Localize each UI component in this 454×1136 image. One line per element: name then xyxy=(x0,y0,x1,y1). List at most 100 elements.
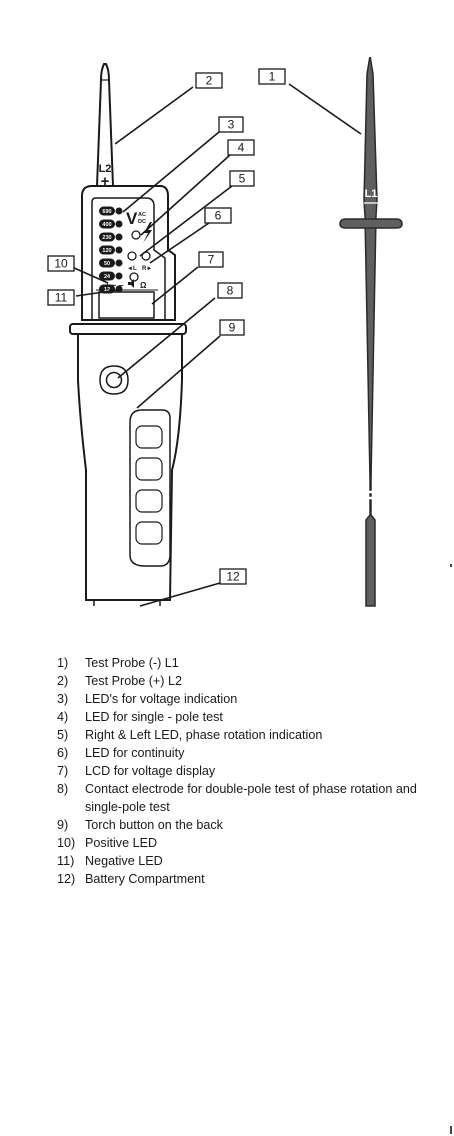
callout-10: 10 xyxy=(47,255,75,272)
lightning-icon xyxy=(143,222,152,243)
right-rotation-label: R► xyxy=(142,266,152,272)
legend-item: 10) Positive LED xyxy=(57,834,437,852)
callout-number: 8 xyxy=(227,284,234,298)
voltage-led-light xyxy=(115,259,123,267)
callout-4: 4 xyxy=(227,139,255,156)
voltage-led-label: 120 xyxy=(102,248,111,254)
callout-number: 2 xyxy=(206,74,213,88)
pos-neg-labels: + ~ − xyxy=(105,281,124,290)
edge-mark xyxy=(450,1126,452,1134)
legend-text: LCD for voltage display xyxy=(85,764,216,778)
callout-7: 7 xyxy=(198,251,224,268)
legend-text: Test Probe (+) L2 xyxy=(85,674,182,688)
legend-number: 4) xyxy=(57,710,69,724)
callout-number: 3 xyxy=(228,118,235,132)
callout-number: 11 xyxy=(55,291,68,305)
callout-12: 12 xyxy=(219,568,247,585)
legend-number: 3) xyxy=(57,692,69,706)
dc-label: DC xyxy=(138,219,146,225)
legend-number: 2) xyxy=(57,674,69,688)
legend-text: Negative LED xyxy=(85,854,163,868)
legend-item: 12) Battery Compartment xyxy=(57,870,437,888)
callout-number: 12 xyxy=(226,570,240,584)
voltage-led-light xyxy=(115,220,123,228)
voltage-led-label: 230 xyxy=(102,235,111,241)
voltage-led-50: 50 xyxy=(99,258,123,268)
voltage-led-label: 24 xyxy=(104,274,111,280)
legend-text: LED for continuity xyxy=(85,746,185,760)
volt-symbol: V xyxy=(126,209,138,228)
contact-electrode xyxy=(105,371,123,389)
test-probe-l1: L1 xyxy=(339,55,403,607)
voltage-led-light xyxy=(115,272,123,280)
led-panel xyxy=(91,197,166,321)
ac-label: AC xyxy=(138,212,146,218)
voltage-led-light xyxy=(115,246,123,254)
callout-number: 5 xyxy=(239,172,246,186)
legend-text: Test Probe (-) L1 xyxy=(85,656,179,670)
callout-number: 10 xyxy=(54,257,68,271)
buzzer-icon xyxy=(128,279,134,288)
legend-number: 5) xyxy=(57,728,69,742)
voltage-led-light xyxy=(115,233,123,241)
probe-l1-label: L1 xyxy=(365,188,378,200)
legend-list: 1) Test Probe (-) L1 2) Test Probe (+) L2 3)… xyxy=(57,654,437,888)
callout-leaders xyxy=(71,83,362,607)
voltage-led-400: 400 xyxy=(99,219,123,229)
callout-5: 5 xyxy=(229,170,255,187)
voltage-led-230: 230 xyxy=(99,232,123,242)
probe-l2-plus: + xyxy=(101,173,110,190)
voltage-led-label: 12 xyxy=(104,287,110,293)
voltage-tester-diagram: L1 L2 + 690 4 xyxy=(47,55,403,607)
legend-number: 8) xyxy=(57,782,69,796)
callout-8: 8 xyxy=(217,282,243,299)
callout-number: 6 xyxy=(215,209,222,223)
callout-9: 9 xyxy=(219,319,245,336)
callout-number: 7 xyxy=(208,253,215,267)
callout-11: 11 xyxy=(47,289,75,306)
legend-number: 12) xyxy=(57,872,76,886)
voltage-led-120: 120 xyxy=(99,245,123,255)
callout-number: 4 xyxy=(238,141,245,155)
legend-item: 7) LCD for voltage display xyxy=(57,762,437,780)
ohm-label: Ω xyxy=(140,281,147,290)
legend-text: Contact electrode for double-pole test o… xyxy=(85,782,417,814)
legend-text: Positive LED xyxy=(85,836,158,850)
edge-mark xyxy=(450,564,452,567)
legend-item: 3) LED's for voltage indication xyxy=(57,690,437,708)
legend-number: 11) xyxy=(57,854,75,868)
voltage-led-label: 690 xyxy=(102,209,111,215)
legend-number: 9) xyxy=(57,818,69,832)
legend-number: 1) xyxy=(57,656,69,670)
voltage-led-24: 24 xyxy=(99,271,123,281)
legend-item: 8) Contact electrode for double-pole test… xyxy=(57,780,437,816)
legend-item: 5) Right & Left LED, phase rotation indic… xyxy=(57,726,437,744)
legend-item: 2) Test Probe (+) L2 xyxy=(57,672,437,690)
single-pole-led xyxy=(131,230,141,240)
callout-6: 6 xyxy=(204,207,232,224)
legend-item: 1) Test Probe (-) L1 xyxy=(57,654,437,672)
legend-item: 11) Negative LED xyxy=(57,852,437,870)
left-rotation-label: ◄L xyxy=(127,266,137,272)
probe-l2-label: L2 xyxy=(99,163,112,175)
voltage-led-label: 400 xyxy=(102,222,111,228)
legend-text: Right & Left LED, phase rotation indicat… xyxy=(85,728,323,742)
left-rotation-led xyxy=(127,251,137,261)
legend-text: LED for single - pole test xyxy=(85,710,223,724)
callout-3: 3 xyxy=(218,116,244,133)
tester-body: L2 + 690 400 230 120 50 24 12 V AC xyxy=(69,63,187,606)
legend-number: 10) xyxy=(57,836,76,850)
legend-text: Battery Compartment xyxy=(85,872,205,886)
voltage-led-label: 50 xyxy=(104,261,110,267)
legend-item: 6) LED for continuity xyxy=(57,744,437,762)
callout-1: 1 xyxy=(258,68,286,85)
callout-2: 2 xyxy=(195,72,223,89)
voltage-led-light xyxy=(115,207,123,215)
legend-text: LED's for voltage indication xyxy=(85,692,238,706)
legend-number: 7) xyxy=(57,764,69,778)
callout-number: 9 xyxy=(229,321,236,335)
legend-item: 9)Torch button on the back xyxy=(57,816,437,834)
legend-number: 6) xyxy=(57,746,69,760)
legend-item: 4) LED for single - pole test xyxy=(57,708,437,726)
